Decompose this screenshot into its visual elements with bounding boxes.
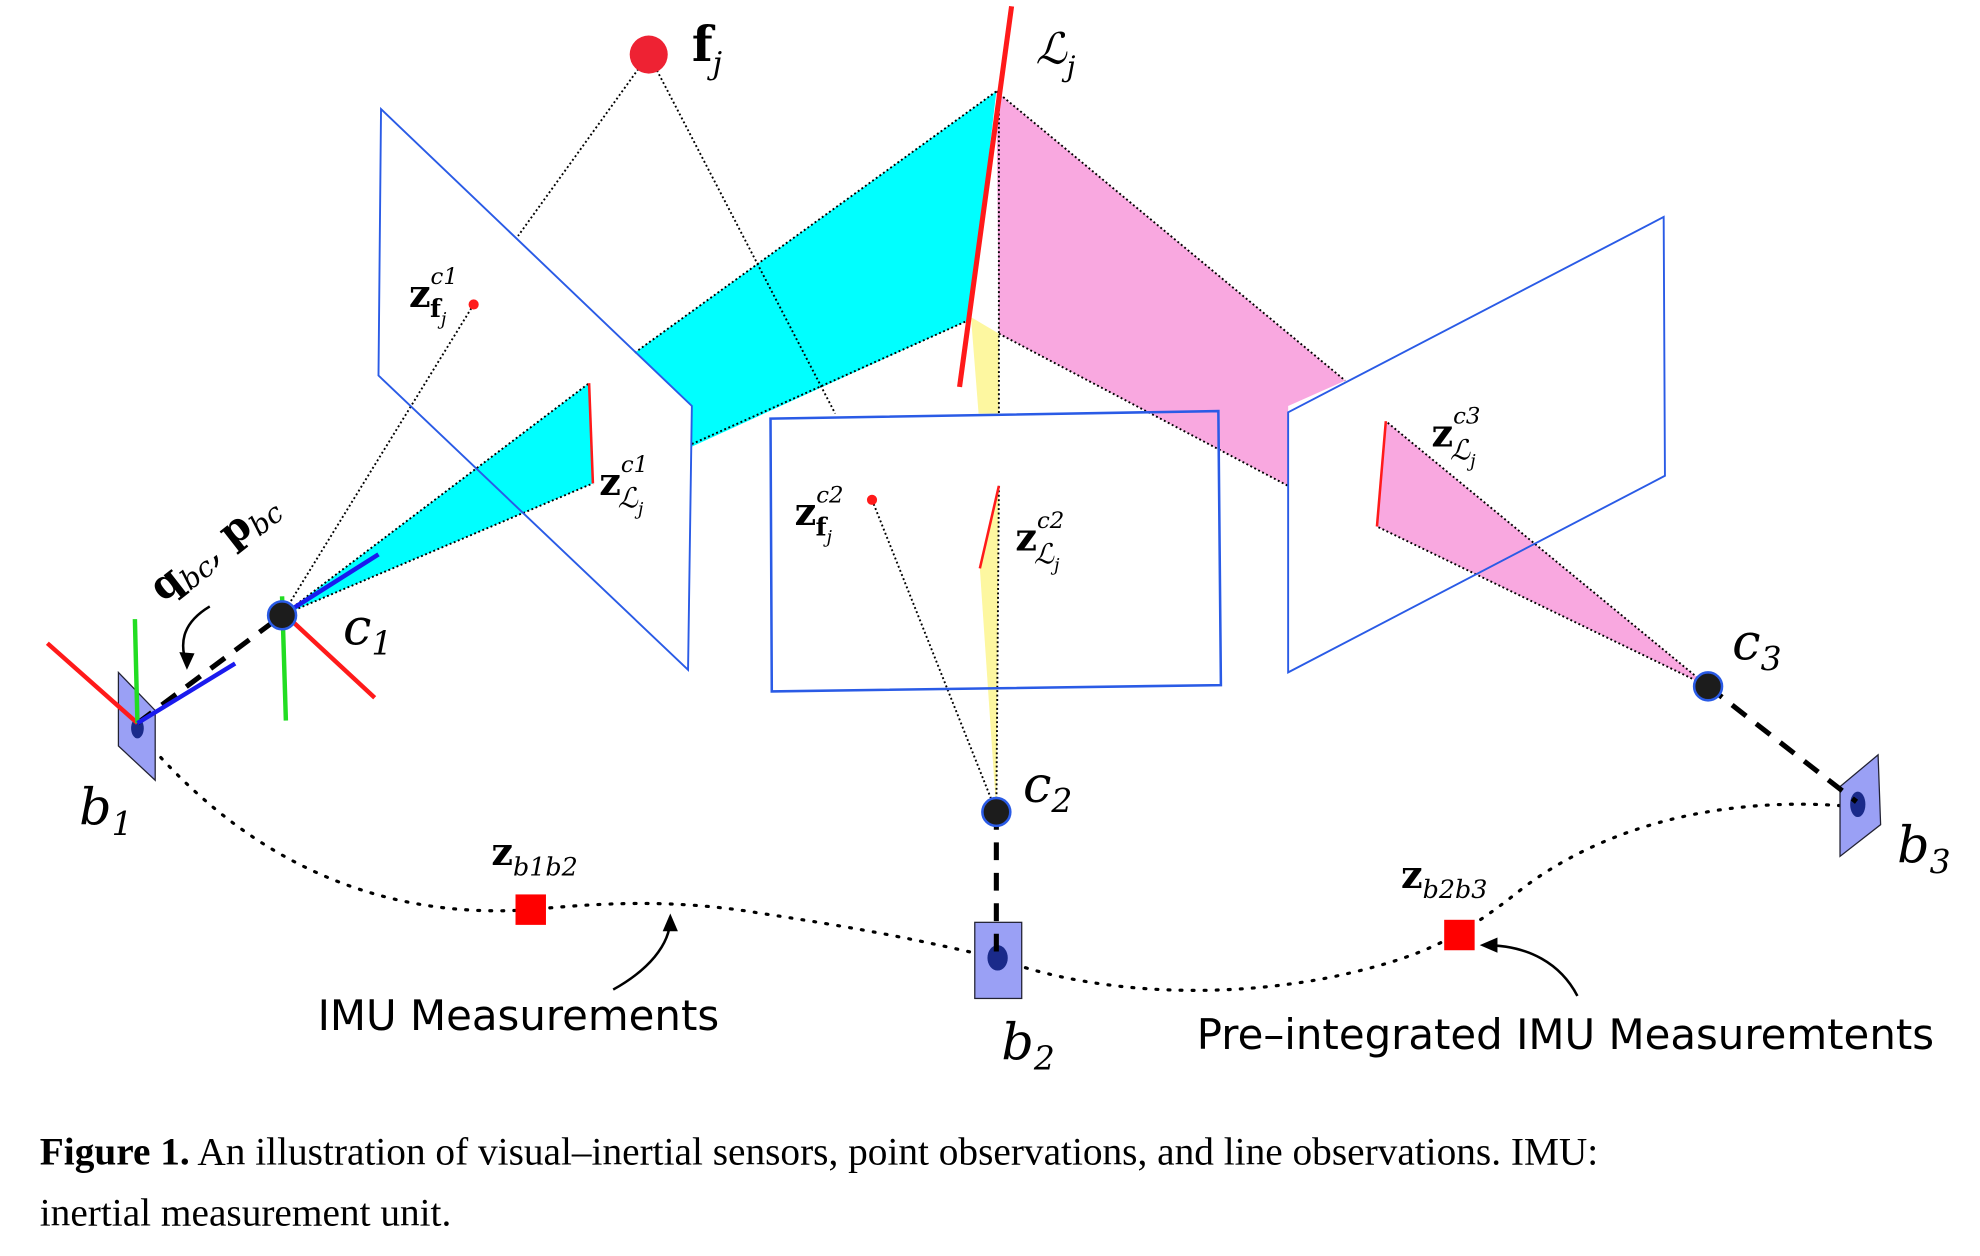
- label-b3: b3: [1897, 816, 1950, 881]
- cyan-plane-c1-large: [634, 91, 997, 447]
- extrinsic-links: [135, 613, 1859, 965]
- figure-caption-line2: inertial measurement unit.: [40, 1191, 452, 1235]
- label-c1: c1: [343, 597, 392, 662]
- point-obs-c2: [866, 494, 878, 505]
- pink-plane-c3-large: [996, 91, 1346, 486]
- label-line-feature: ℒj: [1036, 24, 1076, 83]
- imu-trajectory: [151, 746, 1842, 992]
- label-extrinsics: qbc, pbc: [139, 480, 290, 614]
- axes-b1: [45, 619, 237, 726]
- camera-c2: [981, 796, 1012, 828]
- yellow-plane-c2-upper: [970, 317, 999, 414]
- image-plane-c2: [769, 409, 1223, 693]
- figure-caption: Figure 1. An illustration of visual–iner…: [40, 1130, 1598, 1174]
- camera-c3: [1692, 671, 1724, 702]
- image-plane-c1: [377, 106, 693, 673]
- label-z-b2b3: zb2b3: [1401, 852, 1487, 904]
- camera-c1: [266, 600, 298, 631]
- label-imu-measurements: IMU Measurements: [318, 991, 720, 1040]
- label-preintegrated: Pre–integrated IMU Measuremtents: [1197, 1010, 1934, 1059]
- label-c3: c3: [1732, 613, 1781, 678]
- feature-point: [629, 35, 668, 74]
- point-obs-c1: [468, 299, 479, 310]
- yellow-plane-c2-lower: [979, 485, 999, 812]
- preint-arrow: [1484, 943, 1579, 997]
- preintegration-factor-b2b3: [1444, 919, 1475, 951]
- label-b1: b1: [79, 778, 132, 843]
- label-feature-point: fj: [692, 17, 722, 82]
- image-planes: [377, 106, 1666, 693]
- image-plane-c3: [1287, 215, 1666, 674]
- line-feature-3d: [957, 5, 1015, 388]
- cyan-plane-c1-small: [282, 383, 593, 616]
- label-z-b1b2: zb1b2: [491, 829, 577, 881]
- caption-label: Figure 1.: [40, 1130, 190, 1174]
- caption-text: An illustration of visual–inertial senso…: [190, 1130, 1599, 1174]
- label-c2: c2: [1023, 755, 1072, 820]
- projection-cones: [282, 91, 1709, 812]
- pink-plane-c3-small: [1376, 421, 1709, 687]
- imu-arrow: [612, 918, 672, 991]
- label-b2: b2: [1001, 1012, 1054, 1077]
- line-features: [587, 5, 1388, 569]
- projection-rays: [281, 53, 1709, 813]
- preintegration-factor-b1b2: [515, 894, 546, 925]
